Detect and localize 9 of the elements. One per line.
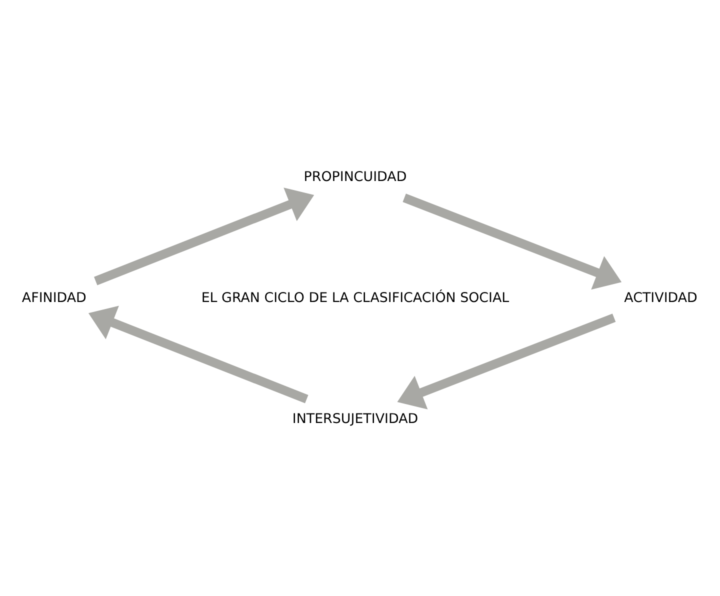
arrow	[94, 187, 314, 285]
arrow	[402, 193, 622, 290]
node-text: ACTIVIDAD	[624, 290, 698, 306]
arrow	[88, 305, 308, 403]
label: EL GRAN CICLO DE LA CLASIFICACIÓN SOCIAL	[201, 290, 510, 306]
node-text: PROPINCUIDAD	[304, 170, 407, 185]
arrow	[397, 313, 616, 409]
node-text: INTERSUJETIVIDAD	[292, 411, 418, 426]
node-text: AFINIDAD	[22, 290, 86, 306]
